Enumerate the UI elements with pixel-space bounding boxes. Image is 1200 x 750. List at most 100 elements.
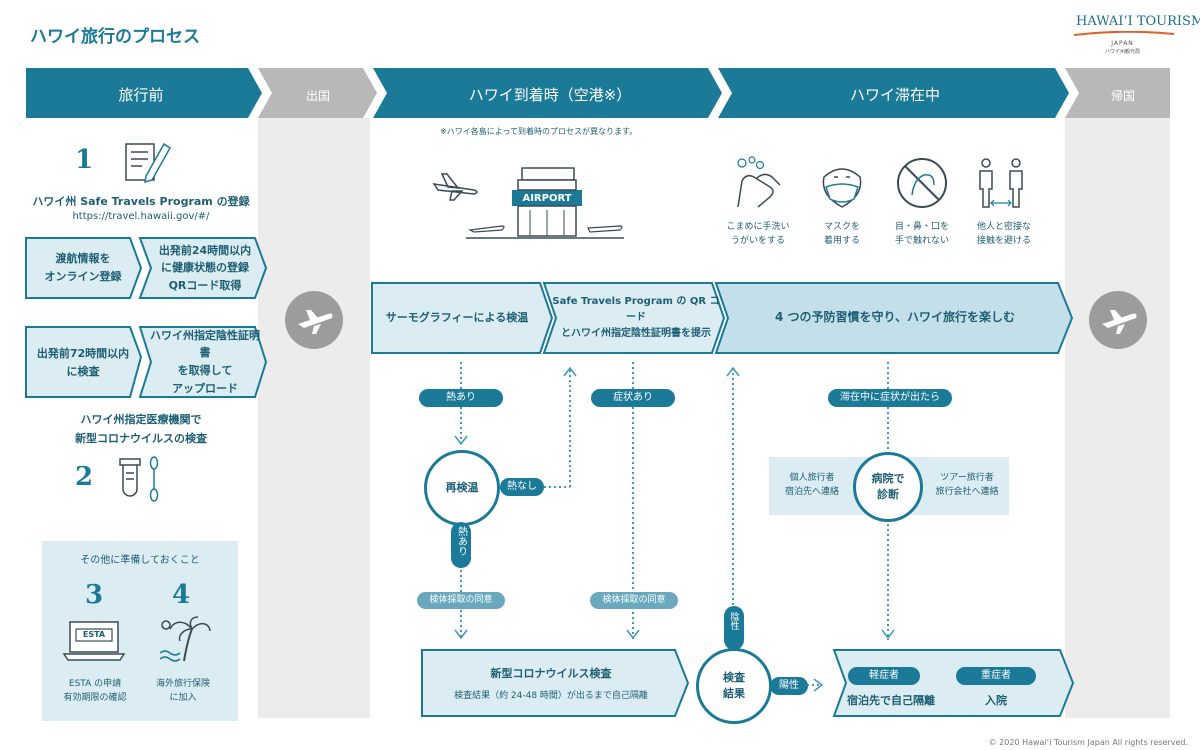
individual-traveler: 個人旅行者宿泊先へ連絡 [776,471,848,500]
logo-sub2: ハワイ州観光局 [1104,49,1140,55]
step3-caption-line2: 有効期限の確認 [63,693,127,704]
symptom-label: 症状あり [591,389,675,407]
step2-text: ハワイ州指定医療機関で 新型コロナウイルスの検査 [26,411,256,448]
fever-vertical-label: 熱あり [451,522,471,568]
airport-sign: AIRPORT [522,193,572,204]
airport-icon [432,167,624,239]
recheck-circle: 再検温 [424,450,500,526]
step4-caption-line2: に加入 [169,693,197,704]
logo-sub: JAPAN [1111,40,1134,47]
negative-text: 陰性 [728,612,739,630]
box-b-line3: QRコード取得 [168,278,242,292]
register-online-box: 渡航情報をオンライン登録 [30,240,136,296]
tour-traveler: ツアー旅行者旅行会社へ連絡 [928,471,1006,500]
qr-line2: とハワイ州指定陰性証明書を提示 [561,328,711,339]
consent-label-1: 検体採取の同意 [417,592,505,609]
habit-caption-3: 目・鼻・口を手で触れない [882,220,962,249]
positive-label: 陽性 [770,677,808,695]
tour-line1: ツアー旅行者 [940,473,994,483]
box-c-line2: に検査 [66,365,100,378]
departure-plane-icon [285,291,343,349]
no-fever-label: 熱なし [500,478,544,496]
mild-label: 軽症者 [848,667,920,685]
step1-title: ハワイ州 Safe Travels Program の登録 [32,195,250,208]
page-title: ハワイ旅行のプロセス [30,27,200,47]
phase-departure: 出国 [305,89,330,103]
habit1-line1: こまめに手洗い [726,222,790,232]
enjoy-trip-step: 4 つの予防習慣を守り、ハワイ旅行を楽しむ [774,310,1016,325]
habit-caption-1: こまめに手洗いうがいをする [718,220,798,249]
esta-label: ESTA [82,630,106,639]
departure-column [258,118,370,718]
copyright: © 2020 Hawaiʻi Tourism Japan All rights … [988,738,1188,747]
step3-caption-line1: ESTA の申請 [68,679,122,689]
step1-url[interactable]: https://travel.hawaii.gov/#/ [72,211,210,222]
hospital-circle: 病院で診断 [853,452,923,522]
habit2-line2: 着用する [823,236,860,247]
habit-caption-4: 他人と密接な接触を避ける [964,220,1044,249]
step2-line2: 新型コロナウイルスの検査 [75,431,207,445]
qr-line1: Safe Travels Program の QR コード [552,296,720,323]
consent-label-2: 検体採取の同意 [590,592,678,609]
arrival-note: ※ハワイ各島によって到着時のプロセスが異なります。 [440,127,638,136]
before-step-boxes [25,237,268,398]
habit2-line1: マスクを [823,222,860,232]
result-line1: 検査 [723,670,745,684]
mask-icon [822,168,862,208]
box-d-line1: ハワイ州指定陰性証明書 [150,328,260,360]
box-b-line2: に健康状態の登録 [161,261,249,275]
test-result-circle: 検査結果 [696,648,772,724]
return-column [1065,118,1170,718]
box-d-line3: アップロード [172,381,238,395]
phase-arrival: ハワイ到着時（空港※） [468,86,632,104]
fever-vertical-text: 熱あり [455,526,467,556]
tour-line2: 旅行会社へ連絡 [935,487,999,498]
phase-stay: ハワイ滞在中 [849,86,940,104]
covid-test-title: 新型コロナウイルス検査 [490,667,612,680]
distance-icon [979,158,1023,208]
laptop-esta-icon [62,621,126,661]
step3-caption: ESTA の申請 有効期限の確認 [50,677,140,706]
logo-text: HAWAIʻI TOURISM [1076,14,1200,29]
fever-label: 熱あり [419,389,503,407]
step4-caption: 海外旅行保険 に加入 [138,677,228,706]
phase-return: 帰国 [1110,89,1135,103]
box-a-line2: オンライン登録 [44,270,122,283]
logo-swoosh-icon [1074,31,1174,36]
return-plane-icon [1089,291,1147,349]
box-a-line1: 渡航情報を [55,252,111,266]
individual-line1: 個人旅行者 [789,473,835,483]
severe-action: 入院 [985,694,1007,707]
step2-number: 2 [75,462,94,492]
test-72h-box: 出発前72時間以内に検査 [30,332,136,394]
step1-number: 1 [75,145,94,175]
no-touch-face-icon [897,158,947,208]
box-c-line1: 出発前72時間以内 [36,347,130,361]
habit4-line2: 接触を避ける [976,236,1031,247]
hospital-line2: 診断 [877,488,899,501]
step4-caption-line1: 海外旅行保険 [155,679,210,689]
step4-number: 4 [172,580,191,610]
box-d-line2: を取得して [177,364,233,377]
negative-label: 陰性 [724,606,744,650]
thermography-step: サーモグラフィーによる検温 [385,311,529,325]
stay-symptom-label: 滞在中に症状が出たら [828,389,952,407]
covid-test-subtitle: 検査結果（約 24-48 時間）が出るまで自己隔離 [454,691,648,701]
result-line2: 結果 [723,687,745,700]
handwash-icon [737,156,781,208]
habit1-line2: うがいをする [730,236,785,247]
individual-line2: 宿泊先へ連絡 [784,487,839,498]
mild-action: 宿泊先で自己隔離 [847,694,935,707]
test-tube-swab-icon [119,456,159,502]
step3-number: 3 [85,580,104,610]
prep-title: その他に準備しておくこと [80,555,200,566]
qr-present-step: Safe Travels Program の QR コードとハワイ州指定陰性証明… [552,283,720,353]
phase-header-bar [26,68,1170,118]
form-pen-icon [125,142,171,184]
habit3-line1: 目・鼻・口を [894,222,949,232]
hawaii-tourism-logo: HAWAIʻI TOURISM JAPAN ハワイ州観光局 [1070,14,1200,56]
palm-beach-icon [159,616,211,662]
severe-label: 重症者 [956,667,1036,685]
